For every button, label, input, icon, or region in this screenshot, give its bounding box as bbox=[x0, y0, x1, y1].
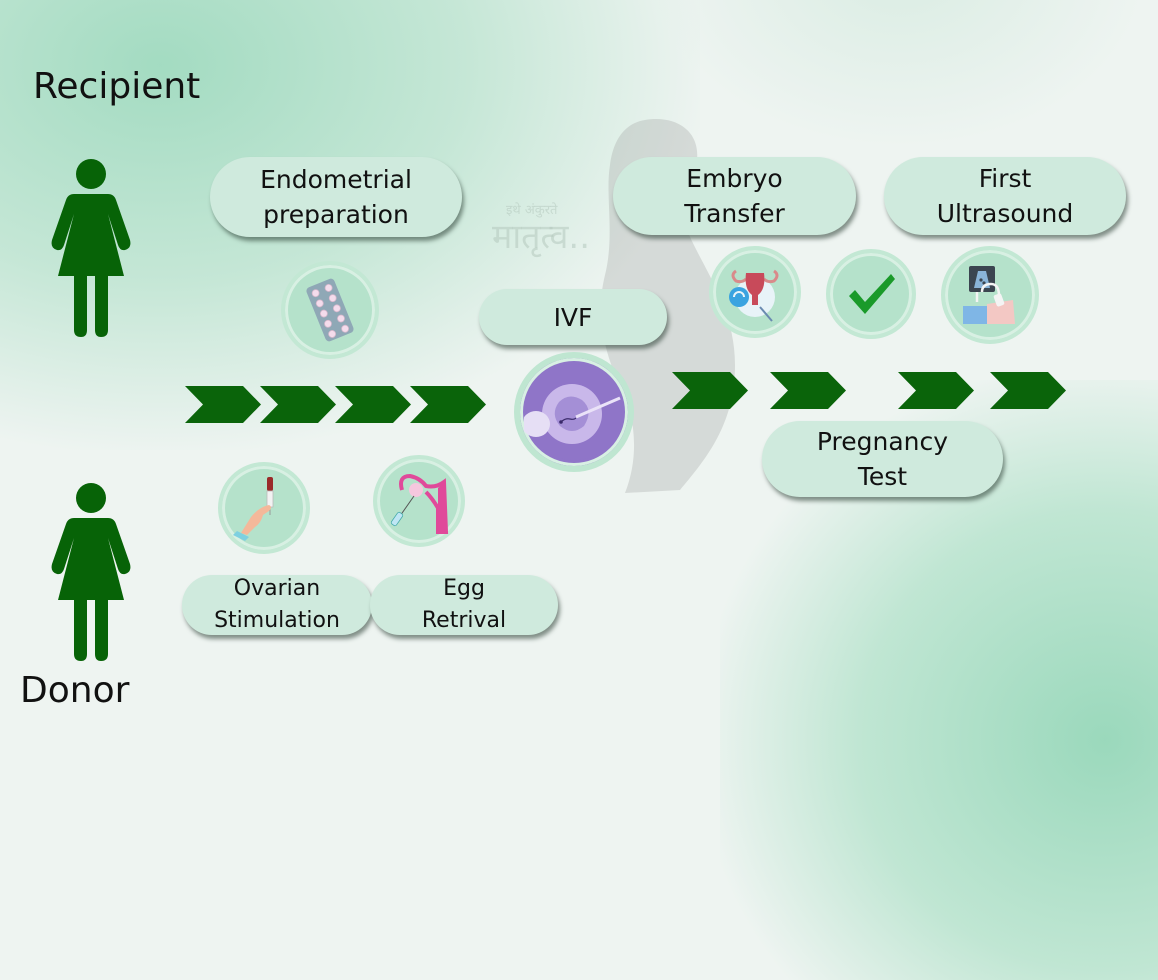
step-label-line1: Pregnancy bbox=[816, 427, 949, 456]
step-first-ultrasound: First Ultrasound bbox=[884, 157, 1126, 235]
step-ivf: IVF bbox=[479, 289, 667, 345]
chevron-arrow-icon bbox=[185, 386, 261, 423]
recipient-label: Recipient bbox=[33, 66, 201, 107]
icsi-egg-icon bbox=[524, 364, 622, 460]
step-label-line2: Retrival bbox=[421, 608, 507, 633]
uterus-transfer-icon bbox=[729, 269, 779, 322]
chevron-arrow-icon bbox=[260, 386, 336, 423]
step-egg-retrival: Egg Retrival bbox=[370, 575, 558, 635]
step-icon-first-ultrasound bbox=[941, 246, 1039, 344]
step-icon-endometrial bbox=[281, 261, 379, 359]
step-icon-pregnancy-test bbox=[826, 249, 916, 339]
step-pregnancy-test: Pregnancy Test bbox=[762, 421, 1003, 497]
checkmark-icon bbox=[849, 274, 895, 314]
step-endometrial-preparation: Endometrial preparation bbox=[210, 157, 462, 237]
chevron-arrow-icon bbox=[898, 372, 974, 409]
recipient-woman-icon bbox=[51, 159, 131, 337]
donor-label: Donor bbox=[20, 670, 130, 711]
pill-blister-icon bbox=[306, 278, 354, 342]
logo-watermark: इथे अंकुरते मातृत्व.. bbox=[492, 200, 590, 256]
step-label-line1: Endometrial bbox=[260, 165, 412, 194]
chevron-arrow-icon bbox=[990, 372, 1066, 409]
step-icon-embryo-transfer bbox=[709, 246, 801, 338]
step-label-line2: Test bbox=[857, 462, 908, 491]
chevron-arrow-icon bbox=[335, 386, 411, 423]
step-label: IVF bbox=[553, 302, 593, 332]
watermark-title: मातृत्व.. bbox=[492, 217, 591, 257]
step-label-line1: Egg bbox=[443, 576, 485, 601]
step-icon-ivf bbox=[514, 352, 634, 472]
injection-hand-icon bbox=[233, 477, 274, 541]
step-label-line1: First bbox=[978, 164, 1032, 193]
step-embryo-transfer: Embryo Transfer bbox=[613, 157, 856, 235]
ultrasound-icon bbox=[963, 266, 1015, 324]
step-label-line2: Transfer bbox=[684, 199, 785, 228]
step-label-line1: Embryo bbox=[686, 164, 783, 193]
chevron-arrow-icon bbox=[770, 372, 846, 409]
step-label-line2: Ultrasound bbox=[936, 199, 1074, 228]
donor-woman-icon bbox=[51, 483, 131, 661]
step-label-line2: Stimulation bbox=[214, 608, 340, 633]
chevron-arrow-icon bbox=[672, 372, 748, 409]
watermark-tagline: इथे अंकुरते bbox=[506, 203, 558, 218]
step-icon-ovarian-stimulation bbox=[218, 462, 310, 554]
step-ovarian-stimulation: Ovarian Stimulation bbox=[182, 575, 372, 635]
chevron-arrow-icon bbox=[410, 386, 486, 423]
egg-retrieval-icon bbox=[390, 473, 449, 534]
step-label-line1: Ovarian bbox=[233, 576, 321, 601]
step-label-line2: preparation bbox=[263, 200, 409, 229]
step-icon-egg-retrival bbox=[373, 455, 465, 547]
